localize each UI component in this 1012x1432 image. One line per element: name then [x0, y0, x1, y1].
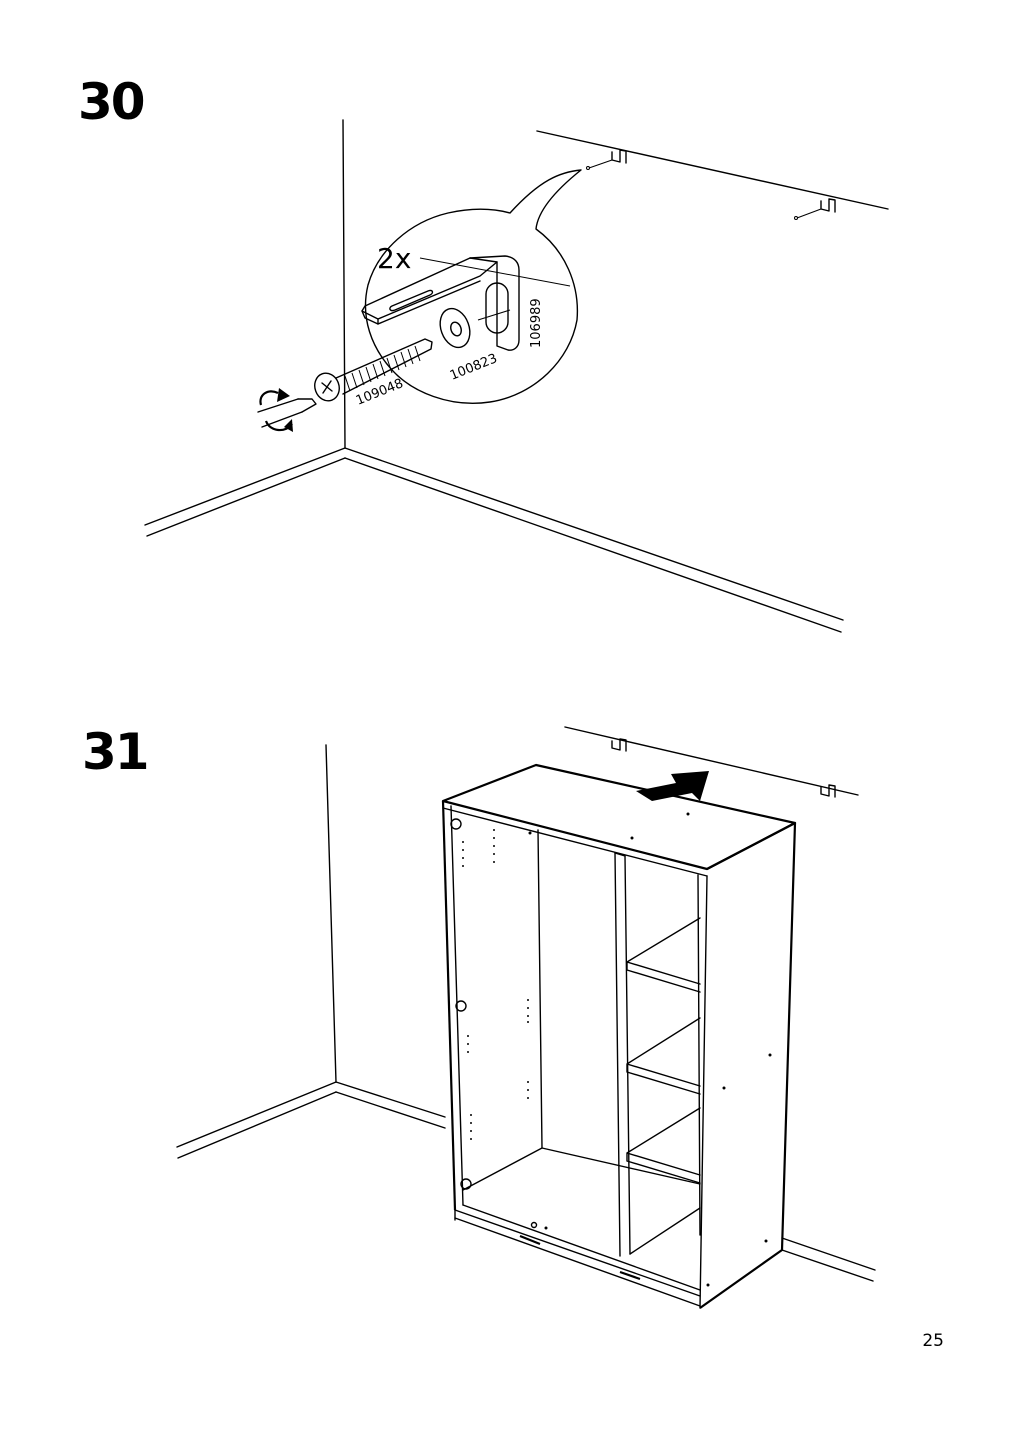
bracket-left-small: [586, 149, 627, 170]
step-number-31: 31: [82, 723, 150, 781]
screw-part-number: 109048: [354, 376, 406, 409]
page-number: 25: [922, 1331, 944, 1351]
bracket-part-number: 106989: [529, 298, 544, 348]
l-bracket-part: [361, 255, 520, 351]
push-direction-arrow: [636, 771, 709, 801]
screw-part: [314, 338, 433, 402]
step-31-illustration: [176, 726, 876, 1309]
washer-part: [439, 307, 471, 349]
quantity-label: 2x: [377, 242, 411, 275]
screwdriver-icon: [257, 388, 317, 432]
step-number-30: 30: [78, 73, 146, 131]
room-corner-31: [176, 744, 876, 1282]
wardrobe-cabinet: [441, 763, 797, 1309]
wall-brackets-31: [564, 726, 859, 798]
bracket-right-small: [794, 198, 836, 220]
step-30-illustration: 2x: [144, 119, 889, 633]
washer-part-number: 100823: [448, 351, 500, 384]
wall-brackets-30: [536, 130, 889, 220]
room-corner-30: [144, 119, 844, 633]
detail-callout: 2x: [257, 169, 582, 432]
